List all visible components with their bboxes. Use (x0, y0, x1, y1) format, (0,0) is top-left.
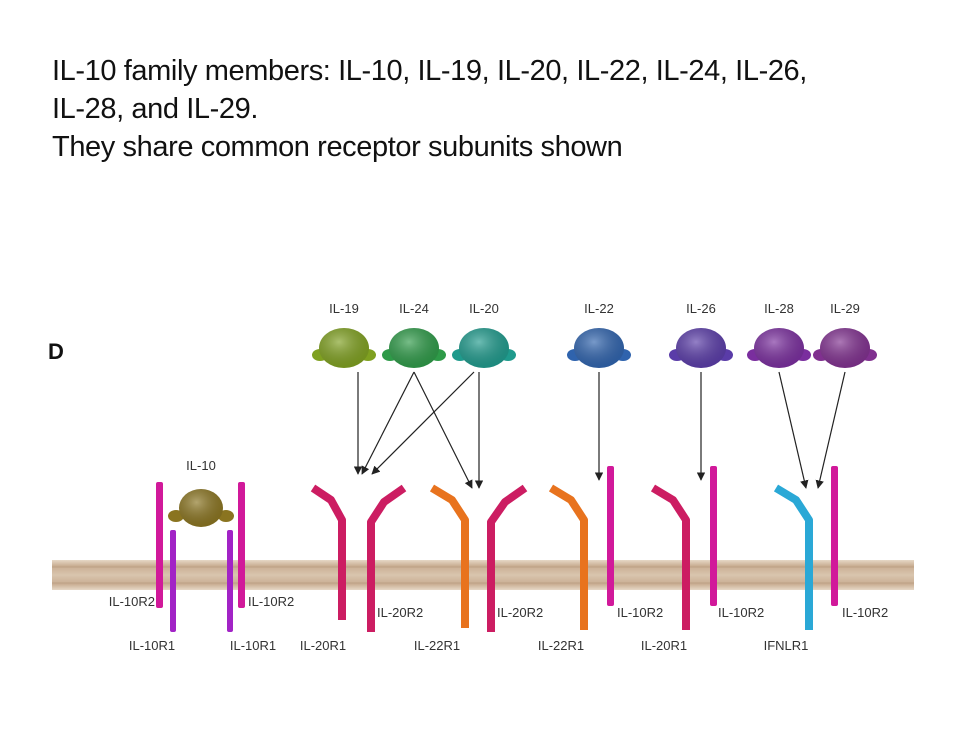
label-il20r2-b: IL-20R2 (497, 605, 543, 620)
cytokine-il26: IL-26 (669, 301, 733, 368)
label-il10r1-right: IL-10R1 (230, 638, 276, 653)
cytokine-il29: IL-29 (813, 301, 877, 368)
title-line-3: They share common receptor subunits show… (52, 131, 623, 163)
il10r2-c-bar (607, 466, 614, 606)
il10r2-right-bar (238, 482, 245, 608)
il10-cytokine (168, 489, 234, 527)
label-il10r2-c: IL-10R2 (617, 605, 663, 620)
label-il20: IL-20 (469, 301, 499, 316)
cytokine-row: IL-19 IL-24 IL-20 IL-22 IL-26 IL-28 IL-29 (312, 301, 877, 368)
label-il10r2-d: IL-10R2 (718, 605, 764, 620)
arrow-il29-ifnlr1 (815, 371, 846, 489)
cytokine-il28: IL-28 (747, 301, 811, 368)
ifnlr1-receptor (773, 484, 813, 630)
label-il22r1-b: IL-22R1 (538, 638, 584, 653)
label-il20r2-a: IL-20R2 (377, 605, 423, 620)
il22r1-b-receptor (548, 484, 588, 630)
il20r1-a-receptor (310, 484, 346, 620)
arrow-il20-il20r1 (371, 371, 475, 475)
arrow-il28-ifnlr1 (778, 371, 809, 489)
il10r2-e-bar (831, 466, 838, 606)
il10-receptor-complex: IL-10 (156, 458, 245, 632)
label-il19: IL-19 (329, 301, 359, 316)
cytokine-il22: IL-22 (567, 301, 631, 368)
label-il20r1-b: IL-20R1 (641, 638, 687, 653)
il10r2-left-bar (156, 482, 163, 608)
cytokine-il24: IL-24 (382, 301, 446, 368)
label-il22: IL-22 (584, 301, 614, 316)
il10r1-left-bar (170, 530, 176, 632)
label-il28: IL-28 (764, 301, 794, 316)
il20r2-b-receptor (487, 484, 528, 632)
il20r1-b-receptor (650, 484, 690, 630)
cytokine-il20: IL-20 (452, 301, 516, 368)
arrow-il24-il20r1 (361, 371, 415, 475)
cytokine-il19: IL-19 (312, 301, 376, 368)
arrow-il24-il22r1 (413, 371, 473, 489)
label-il10r2-e: IL-10R2 (842, 605, 888, 620)
il20r2-a-receptor (367, 484, 407, 632)
title-line-1: IL-10 family members: IL-10, IL-19, IL-2… (52, 55, 807, 87)
label-ifnlr1: IFNLR1 (764, 638, 809, 653)
label-il29: IL-29 (830, 301, 860, 316)
label-il20r1-a: IL-20R1 (300, 638, 346, 653)
binding-arrows (353, 371, 846, 489)
il22r1-a-receptor (429, 484, 469, 628)
receptor-labels: IL-10R2 IL-10R2 IL-10R1 IL-10R1 IL-20R1 … (109, 594, 889, 653)
title-line-2: IL-28, and IL-29. (52, 93, 259, 125)
label-il24: IL-24 (399, 301, 429, 316)
label-il10r2-right: IL-10R2 (248, 594, 294, 609)
label-il10r1-left: IL-10R1 (129, 638, 175, 653)
il10r2-d-bar (710, 466, 717, 606)
label-il22r1-a: IL-22R1 (414, 638, 460, 653)
label-il10r2-left: IL-10R2 (109, 594, 155, 609)
il10r1-right-bar (227, 530, 233, 632)
il10-label: IL-10 (186, 458, 216, 473)
title-block: IL-10 family members: IL-10, IL-19, IL-2… (52, 52, 912, 166)
cell-membrane (52, 560, 914, 590)
label-il26: IL-26 (686, 301, 716, 316)
panel-label: D (48, 339, 64, 364)
